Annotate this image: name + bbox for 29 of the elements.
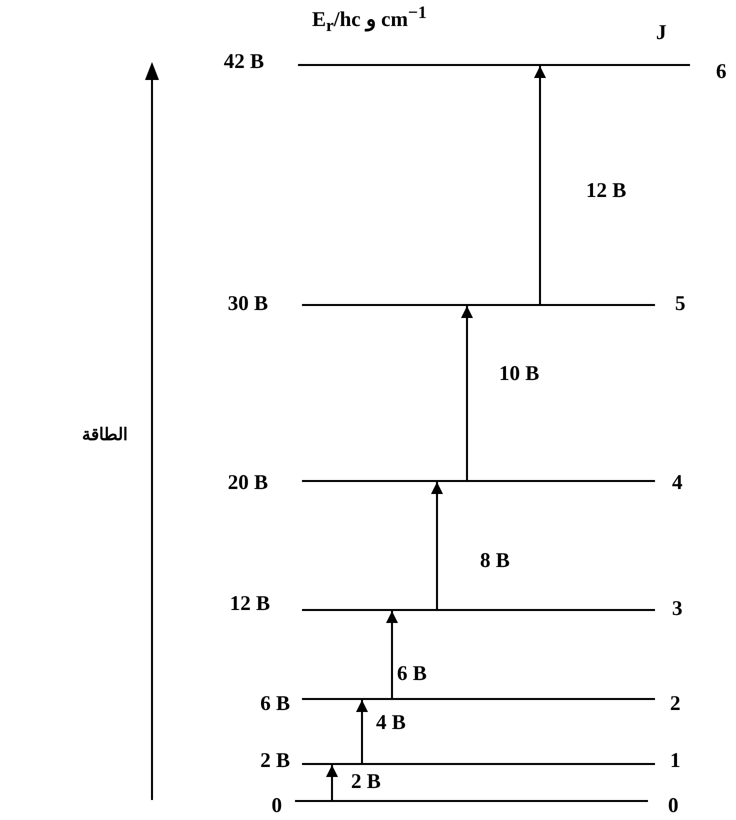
arrow — [534, 66, 546, 304]
energy-level-line — [302, 609, 655, 611]
quantum-number: 6 — [716, 61, 726, 82]
column-heading: J — [656, 22, 666, 43]
quantum-number: 2 — [670, 693, 680, 714]
energy-level-line — [302, 763, 655, 765]
energy-level-line — [302, 480, 655, 482]
energy-level-line — [298, 64, 690, 66]
arrow — [386, 611, 398, 698]
quantum-number: 4 — [672, 472, 682, 493]
energy-value: 42 B — [224, 51, 264, 72]
quantum-number: 3 — [672, 598, 682, 619]
quantum-number: 5 — [675, 293, 686, 314]
arrow — [431, 482, 443, 609]
energy-value: 20 B — [228, 472, 268, 493]
energy-value: 12 B — [230, 593, 270, 614]
energy-value: 30 B — [228, 293, 268, 314]
energy-level-line — [302, 304, 655, 306]
quantum-number: 1 — [670, 750, 680, 771]
energy-level-line — [302, 698, 655, 700]
arrow — [356, 700, 368, 763]
arrow — [326, 765, 338, 800]
energy-value: 2 B — [260, 750, 290, 771]
energy-value: 6 B — [260, 693, 290, 714]
energy-value: 0 — [272, 795, 282, 816]
arrow — [461, 306, 473, 480]
axis-label: الطاقة — [82, 426, 128, 443]
energy-level-line — [295, 800, 648, 802]
quantum-number: 0 — [668, 795, 678, 816]
